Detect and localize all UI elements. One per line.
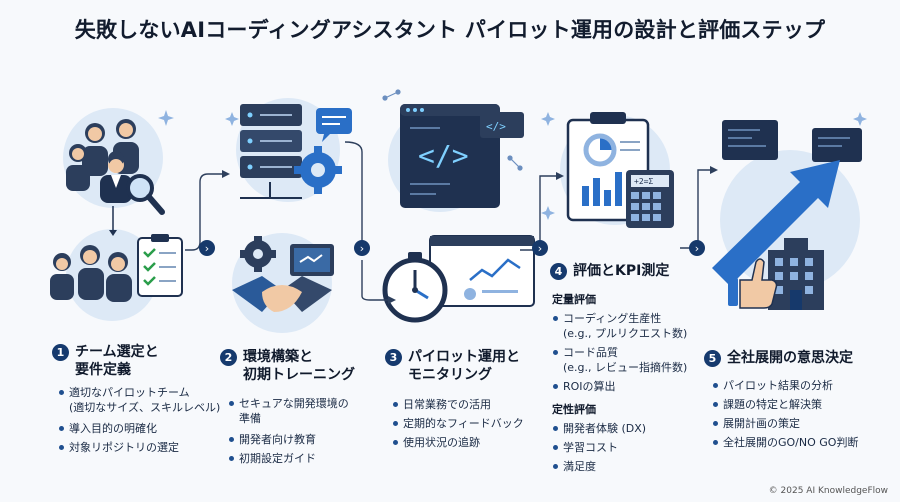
stopwatch-icon xyxy=(382,252,448,323)
step-3-title-1: パイロット運用と xyxy=(408,349,520,365)
checklist-icon xyxy=(137,234,183,297)
step-number-1: 1 xyxy=(52,344,69,361)
building-icon xyxy=(768,238,824,310)
quant-item-cont: (e.g., プルリクエスト数) xyxy=(563,327,688,340)
step-2-title-2: 初期トレーニング xyxy=(243,367,355,383)
step-1-title-2: 要件定義 xyxy=(75,362,131,378)
step-4-heading: 4 評価とKPI測定 xyxy=(550,262,669,280)
step-5-bullet: 全社展開のGO/NO GO判断 xyxy=(712,435,887,450)
step-2-heading: 2 環境構築と初期トレーニング xyxy=(220,348,355,384)
step-4-bullets: 定量評価 コーディング生産性 (e.g., プルリクエスト数) コード品質 (e… xyxy=(552,290,712,478)
svg-text:</>: </> xyxy=(486,120,506,133)
thumbs-up-icon xyxy=(728,258,778,309)
step-3-heading: 3 パイロット運用とモニタリング xyxy=(385,348,520,384)
gear-icon xyxy=(294,146,342,194)
step-3-bullet: 日常業務での活用 xyxy=(392,397,552,412)
step-2-bullet: 初期設定ガイド xyxy=(228,451,378,466)
step-1-bullet: 対象リポジトリの選定 xyxy=(58,440,228,455)
qual-item: 満足度 xyxy=(552,459,712,474)
step-4-title: 評価とKPI測定 xyxy=(573,263,670,279)
step-3-bullet: 使用状況の追跡 xyxy=(392,435,552,450)
flow-chevron-4: › xyxy=(689,240,705,256)
quant-item-cont: (e.g., レビュー指摘件数) xyxy=(563,361,688,374)
step-5-bullet: 展開計画の策定 xyxy=(712,416,887,431)
step-number-3: 3 xyxy=(385,349,402,366)
svg-text:+2=Σ: +2=Σ xyxy=(634,177,653,186)
step-3-bullet: 定期的なフィードバック xyxy=(392,416,552,431)
svg-text:</>: </> xyxy=(418,139,469,172)
team-icon xyxy=(66,119,139,203)
step-1-bullet: 適切なパイロットチーム xyxy=(58,385,228,400)
step-5-heading: 5 全社展開の意思決定 xyxy=(704,349,853,367)
step-number-5: 5 xyxy=(704,350,721,367)
step-5-bullet: 課題の特定と解決策 xyxy=(712,397,887,412)
flow-chevron-1: › xyxy=(199,240,215,256)
copyright-footer: © 2025 AI KnowledgeFlow xyxy=(768,486,888,496)
calculator-icon: +2=Σ xyxy=(626,170,674,228)
step-3-title-2: モニタリング xyxy=(408,367,492,383)
qual-item: 開発者体験 (DX) xyxy=(552,421,712,436)
step-5-bullets: パイロット結果の分析 課題の特定と解決策 展開計画の策定 全社展開のGO/NO … xyxy=(712,378,887,454)
chat-icon xyxy=(316,108,352,142)
step-1-bullets: 適切なパイロットチーム (適切なサイズ、スキルレベル) 導入目的の明確化 対象リ… xyxy=(58,385,228,459)
step-number-4: 4 xyxy=(550,263,567,280)
step-2-bullet: 開発者向け教育 xyxy=(228,432,378,447)
step-5-title: 全社展開の意思決定 xyxy=(727,350,853,366)
growth-arrow-icon xyxy=(712,160,840,286)
quant-item: コード品質 xyxy=(552,345,712,360)
step-1-title-1: チーム選定と xyxy=(75,344,159,360)
handshake-icon xyxy=(232,276,332,312)
server-icon xyxy=(240,104,302,178)
qual-label: 定性評価 xyxy=(552,403,596,416)
flow-chevron-2: › xyxy=(354,240,370,256)
step-number-2: 2 xyxy=(220,349,237,366)
step-2-title-1: 環境構築と xyxy=(243,349,313,365)
quant-item: ROIの算出 xyxy=(552,379,712,394)
step-1-heading: 1 チーム選定と要件定義 xyxy=(52,343,159,379)
magnifier-icon xyxy=(126,174,165,215)
step-1-bullet-cont: (適切なサイズ、スキルレベル) xyxy=(69,401,221,414)
code-window-icon: </> </> xyxy=(400,104,524,208)
step-2-bullet-cont: 準備 xyxy=(239,412,261,425)
page-title: 失敗しないAIコーディングアシスタント パイロット運用の設計と評価ステップ xyxy=(74,18,826,42)
step-2-bullets: セキュアな開発環境の 準備 開発者向け教育 初期設定ガイド xyxy=(228,396,378,470)
qual-item: 学習コスト xyxy=(552,440,712,455)
gear-icon xyxy=(240,236,276,272)
step-5-bullet: パイロット結果の分析 xyxy=(712,378,887,393)
quant-label: 定量評価 xyxy=(552,293,596,306)
quant-item: コーディング生産性 xyxy=(552,311,712,326)
step-2-bullet: セキュアな開発環境の xyxy=(228,396,378,411)
team-icon xyxy=(50,245,132,302)
flow-chevron-3: › xyxy=(532,240,548,256)
step-1-bullet: 導入目的の明確化 xyxy=(58,421,228,436)
step-3-bullets: 日常業務での活用 定期的なフィードバック 使用状況の追跡 xyxy=(392,397,552,454)
